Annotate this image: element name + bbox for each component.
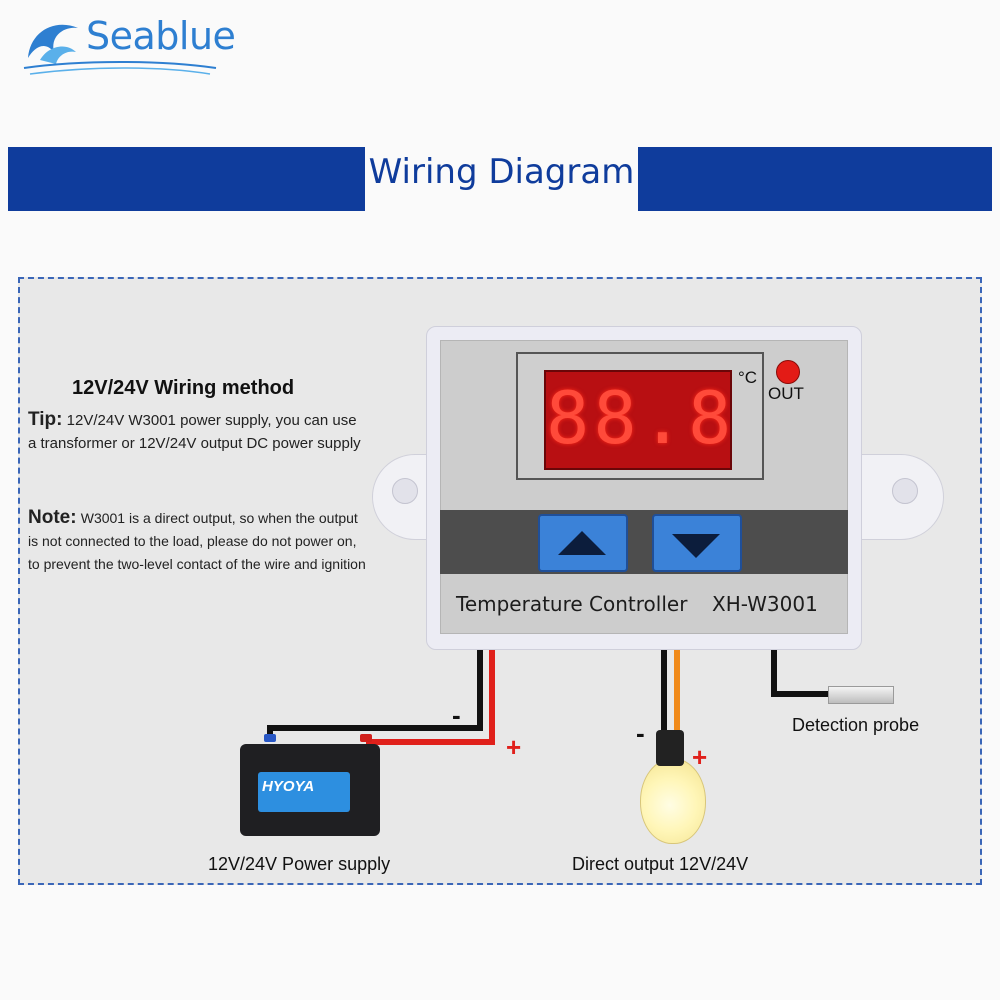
caption-detection-probe: Detection probe (792, 715, 920, 735)
celsius-unit: °C (738, 368, 758, 387)
output-plus-sign: + (692, 742, 708, 772)
power-positive-wire (366, 650, 495, 745)
controller-model: XH-W3001 (712, 592, 818, 616)
output-minus-sign: - (636, 718, 645, 748)
caption-power-supply: 12V/24V Power supply (208, 854, 391, 874)
mounting-hole-left (392, 478, 418, 504)
controller-caption: Temperature Controller (456, 592, 688, 616)
battery-positive-terminal (360, 734, 372, 742)
note-lead: Note: (28, 507, 77, 528)
temperature-display: 88.8 (544, 370, 732, 470)
probe-wire (771, 650, 830, 697)
button-strip (440, 510, 848, 574)
battery-label (258, 772, 350, 812)
triangle-down-icon (672, 534, 720, 558)
bulb-socket (656, 730, 684, 766)
note-body: W3001 is a direct output, so when the ou… (28, 510, 366, 572)
out-indicator-led (776, 360, 800, 384)
banner-title: Wiring Diagram (368, 152, 635, 192)
note-paragraph: Note: W3001 is a direct output, so when … (28, 506, 368, 576)
wiring-method-heading: 12V/24V Wiring method (72, 377, 295, 399)
battery-negative-terminal (264, 734, 276, 742)
mounting-hole-right (892, 478, 918, 504)
power-negative-wire (267, 650, 483, 740)
light-bulb-icon (640, 758, 706, 844)
brand-logo-icon (23, 24, 217, 75)
power-minus-sign: - (452, 700, 461, 730)
battery-brand: HYOYA (262, 778, 315, 795)
tip-paragraph: Tip: 12V/24V W3001 power supply, you can… (28, 408, 368, 455)
tip-lead: Tip: (28, 409, 63, 430)
power-plus-sign: + (506, 732, 522, 762)
caption-direct-output: Direct output 12V/24V (572, 854, 749, 874)
banner-bar-left (8, 147, 365, 211)
triangle-up-icon (558, 531, 606, 555)
temperature-probe-icon (828, 686, 894, 704)
banner-bar-right (638, 147, 992, 211)
tip-body: 12V/24V W3001 power supply, you can use … (28, 412, 361, 452)
brand-name: Seablue (86, 14, 236, 58)
out-label: OUT (768, 384, 804, 403)
